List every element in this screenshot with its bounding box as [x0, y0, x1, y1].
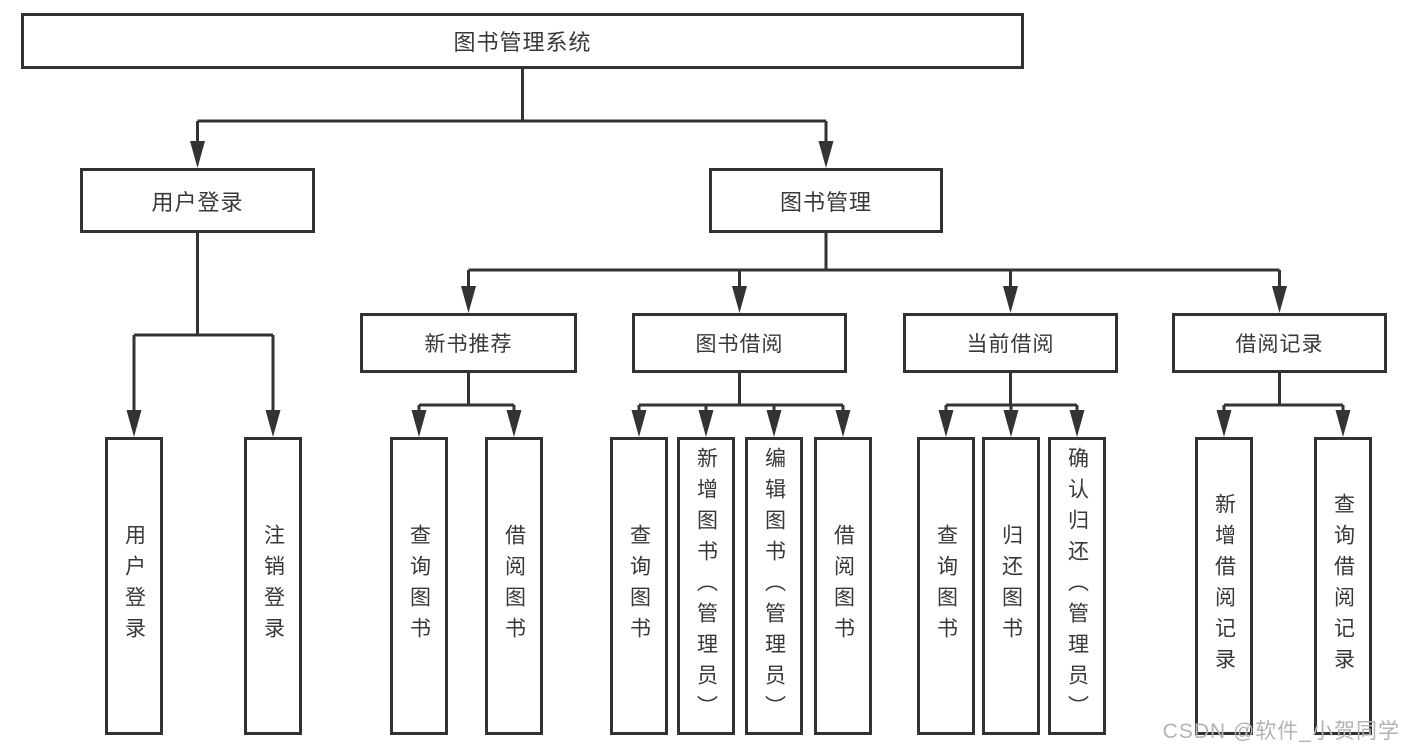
arrowhead-icon — [461, 286, 476, 313]
node-current-borrow: 当前借阅 — [903, 313, 1118, 373]
arrowhead-icon — [1069, 410, 1085, 437]
arrowhead-icon — [1335, 410, 1351, 437]
node-root-library-system: 图书管理系统 — [21, 13, 1024, 69]
node-book-management: 图书管理 — [709, 168, 943, 233]
leaf-current-confirm-return-admin: 确认归还（管理员） — [1048, 437, 1106, 735]
arrowhead-icon — [1272, 286, 1287, 313]
connector-root-to-level2 — [196, 69, 828, 141]
arrowhead-icon — [698, 410, 714, 437]
arrowhead-icon — [938, 410, 954, 437]
leaf-borrow-edit-books-admin: 编辑图书（管理员） — [745, 437, 803, 735]
connector-records-to-leaves — [1222, 373, 1345, 410]
csdn-watermark: CSDN @软件_小贺同学 — [1162, 720, 1400, 743]
leaf-current-query-books: 查询图书 — [917, 437, 975, 735]
leaf-records-add-record: 新增借阅记录 — [1195, 437, 1253, 735]
arrowhead-icon — [265, 410, 281, 437]
arrowhead-icon — [732, 286, 747, 313]
arrowhead-icon — [1003, 286, 1018, 313]
leaf-user-login: 用户登录 — [105, 437, 163, 735]
node-book-borrow: 图书借阅 — [632, 313, 847, 373]
node-user-login: 用户登录 — [80, 168, 315, 233]
arrowhead-icon — [631, 410, 647, 437]
leaf-logout: 注销登录 — [244, 437, 302, 735]
connector-management-to-level3 — [467, 233, 1281, 286]
leaf-recommend-borrow-books: 借阅图书 — [485, 437, 543, 735]
arrowhead-icon — [1003, 410, 1019, 437]
leaf-current-return-books: 归还图书 — [982, 437, 1040, 735]
node-borrow-records: 借阅记录 — [1172, 313, 1387, 373]
leaf-borrow-query-books: 查询图书 — [610, 437, 668, 735]
leaf-borrow-borrow-books: 借阅图书 — [814, 437, 872, 735]
arrowhead-icon — [766, 410, 782, 437]
arrowhead-icon — [818, 141, 834, 168]
connector-login-to-leaves — [132, 233, 275, 410]
connector-current-to-leaves — [944, 373, 1079, 410]
arrowhead-icon — [506, 410, 522, 437]
arrowhead-icon — [835, 410, 851, 437]
arrowhead-icon — [190, 141, 205, 168]
leaf-borrow-add-books-admin: 新增图书（管理员） — [677, 437, 735, 735]
connector-recommend-to-leaves — [417, 373, 516, 410]
leaf-recommend-query-books: 查询图书 — [390, 437, 448, 735]
leaf-records-query-record: 查询借阅记录 — [1314, 437, 1372, 735]
arrowhead-icon — [411, 410, 427, 437]
arrowhead-icon — [126, 410, 142, 437]
node-new-book-recommend: 新书推荐 — [360, 313, 577, 373]
connector-borrow-to-leaves — [637, 373, 845, 410]
arrowhead-icon — [1216, 410, 1232, 437]
